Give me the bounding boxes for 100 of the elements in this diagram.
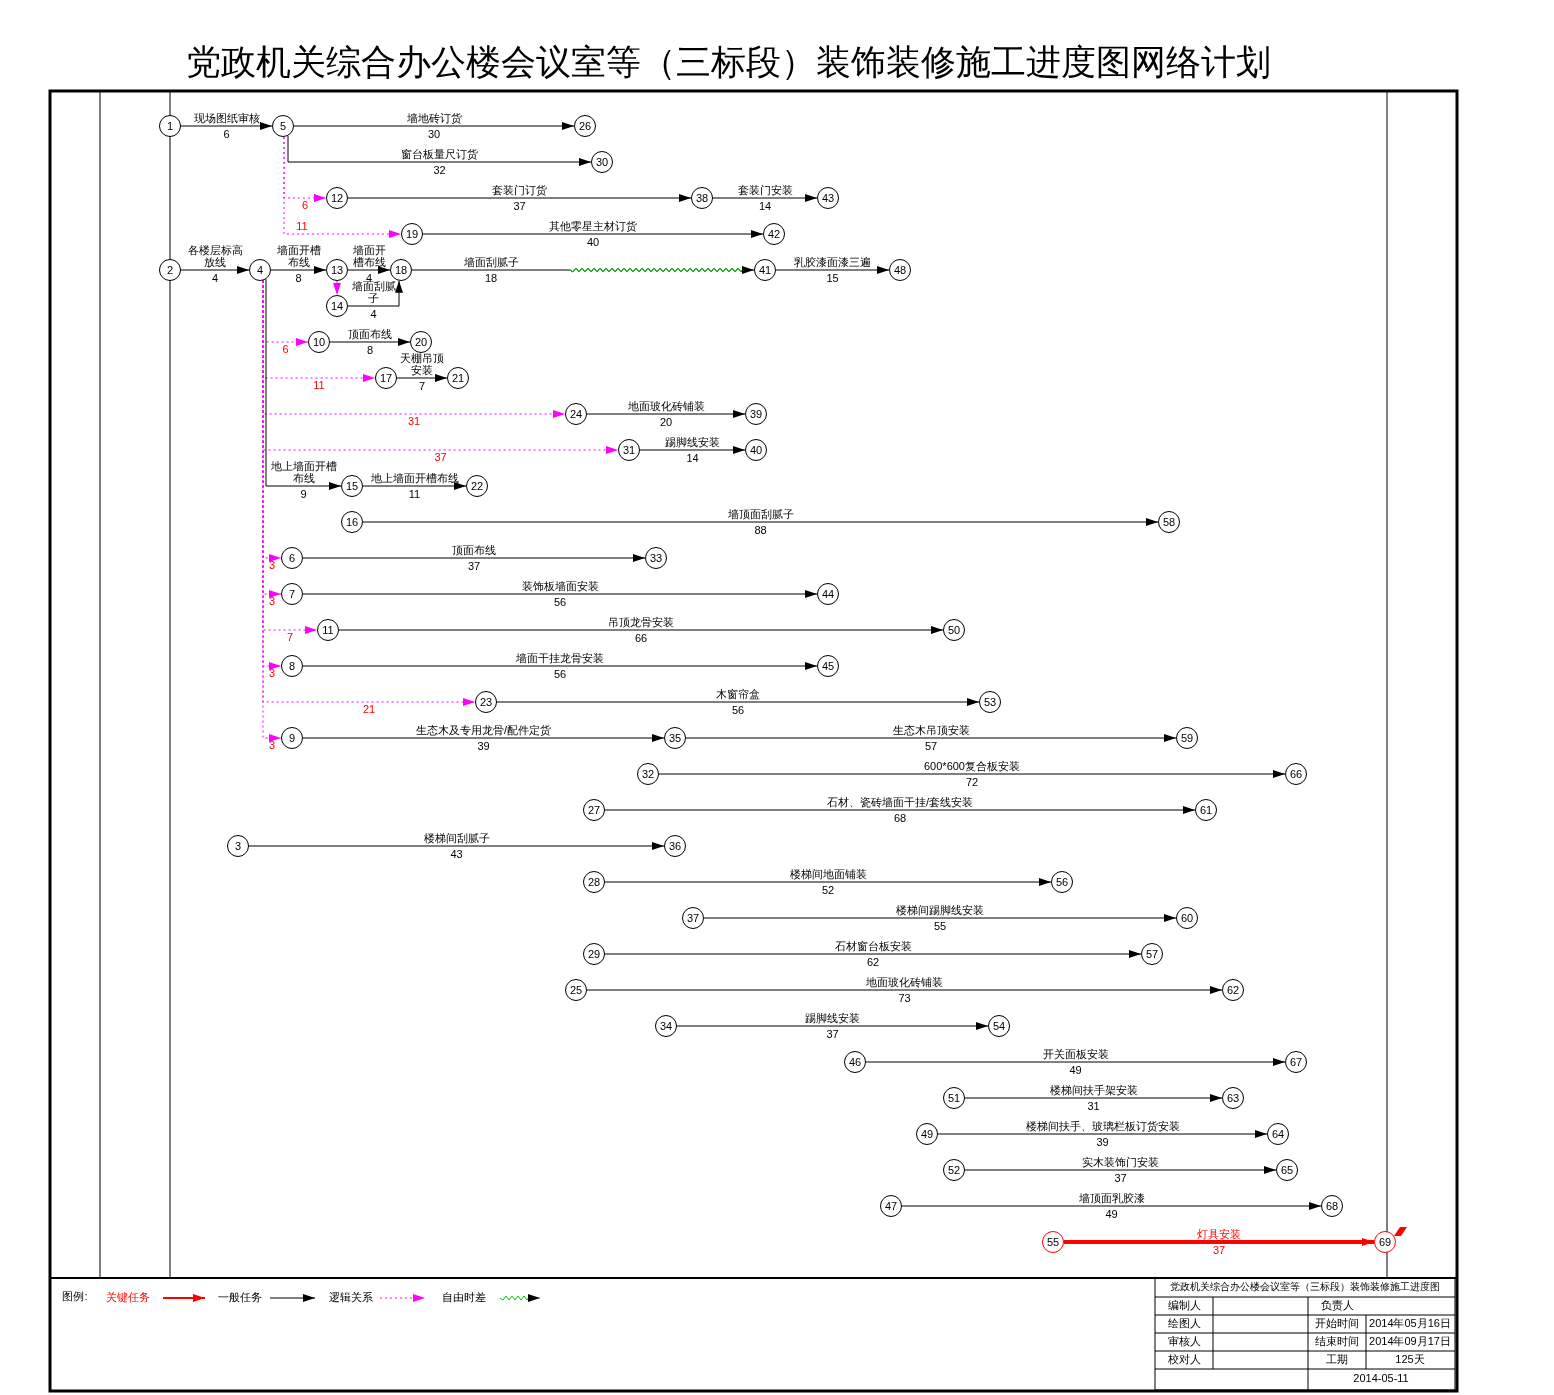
edge-label: 地面玻化砖铺装 [627,400,705,413]
duration-label: 39 [1096,1136,1109,1149]
arrow [338,626,944,634]
edge-label: 墙顶面刮腻子 [727,508,794,521]
edge-label: 楼梯间踢脚线安装 [896,904,984,917]
duration-label: 39 [477,740,490,753]
event-circle: 15 [341,475,363,497]
event-circle: 55 [1042,1231,1064,1253]
event-circle: 53 [979,691,1001,713]
edge-label: 踢脚线安装 [805,1012,860,1025]
edge-label: 顶面布线 [452,544,496,557]
arrow [302,662,818,670]
arrow [712,194,818,202]
edge-label: 墙顶面乳胶漆 [1078,1192,1145,1205]
edge-label: 墙地砖订货 [406,112,462,125]
event-circle: 64 [1267,1123,1289,1145]
event-circle: 45 [817,655,839,677]
duration-label: 57 [924,740,938,753]
arrow [329,338,411,346]
event-circle: 11 [317,619,339,641]
arrow [347,194,692,202]
duration-label: 20 [659,416,673,429]
event-circle: 61 [1195,799,1217,821]
arrow [901,1202,1322,1210]
duration-label: 56 [553,596,567,609]
event-circle: 16 [341,511,363,533]
edge-label: 墙面开槽布线 [275,243,322,269]
event-circle: 28 [583,871,605,893]
duration-label: 37 [467,560,481,573]
edge-label: 11 [313,379,325,392]
duration-label: 31 [1087,1100,1100,1113]
event-circle: 3 [227,835,249,857]
duration-label: 37 [826,1028,839,1041]
arrow [496,698,980,706]
table-cell-text: 负责人 [1320,1299,1354,1312]
event-circle: 13 [326,259,348,281]
table-cell-text: 审核人 [1167,1335,1201,1348]
edge-label: 现场图纸审核 [193,112,260,125]
duration-label: 4 [211,272,219,285]
duration-label: 32 [433,164,446,177]
legend-title: 图例: [62,1290,88,1303]
duration-label: 56 [731,704,745,717]
edge-label: 6 [301,199,309,212]
arrow [685,734,1177,742]
edge-label: 楼梯间刮腻子 [423,832,490,845]
table-cell-text: 2014-05-11 [1353,1372,1409,1385]
duration-label: 15 [826,272,839,285]
edge-label: 乳胶漆面漆三遍 [794,256,871,269]
event-circle: 30 [591,151,613,173]
arrow [639,446,746,454]
arrow [362,518,1159,526]
arrow [302,590,818,598]
edge-label: 11 [296,220,308,233]
edge-label: 3 [268,667,276,680]
event-circle: 41 [754,259,776,281]
arrow [265,278,342,490]
duration-label: 43 [450,848,463,861]
duration-label: 49 [1105,1208,1118,1221]
edge-label: 楼梯间扶手、玻璃栏板订货安装 [1025,1120,1180,1133]
event-circle: 31 [618,439,640,461]
event-circle: 1 [159,115,181,137]
edge-label: 吊顶龙骨安装 [608,616,674,629]
edge-label: 各楼层标高放线 [186,243,244,269]
edge-label: 地上墙面开槽布线 [370,472,459,485]
arrow [604,806,1196,814]
edge-label: 木窗帘盒 [716,688,760,701]
event-circle: 42 [763,223,785,245]
edge-label: 生态木及专用龙骨/配件定货 [415,724,552,737]
arrow [347,280,403,307]
edge-label: 37 [434,451,447,464]
event-circle: 37 [682,907,704,929]
duration-label: 7 [418,380,426,393]
table-cell-text: 开始时间 [1315,1317,1359,1330]
event-circle: 7 [281,583,303,605]
duration-label: 9 [300,488,307,501]
arrow [248,842,665,850]
edge-label: 墙面干挂龙骨安装 [516,652,604,665]
edge-label: 地面玻化砖铺装 [866,976,943,989]
event-circle: 58 [1158,511,1180,533]
edge-label: 套装门安装 [737,184,793,197]
edge-label: 3 [268,739,276,752]
event-circle: 33 [645,547,667,569]
table-cell-text: 125天 [1395,1353,1425,1366]
event-circle: 12 [326,187,348,209]
legend-label: 自由时差 [442,1291,486,1304]
legend-label: 关键任务 [106,1291,150,1304]
duration-label: 37 [1212,1244,1226,1257]
event-circle: 66 [1285,763,1307,785]
event-circle: 68 [1321,1195,1343,1217]
event-circle: 20 [410,331,432,353]
duration-label: 14 [686,452,699,465]
table-cell-text: 工期 [1326,1353,1348,1366]
duration-label: 11 [408,488,421,501]
edge-label: 开关面板安装 [1042,1048,1109,1061]
duration-label: 8 [295,272,302,285]
edge-label: 套装门订货 [492,184,547,197]
arrow [964,1094,1223,1102]
arrow [347,266,391,274]
duration-label: 8 [366,344,374,357]
edge-label: 装饰板墙面安装 [521,580,599,593]
